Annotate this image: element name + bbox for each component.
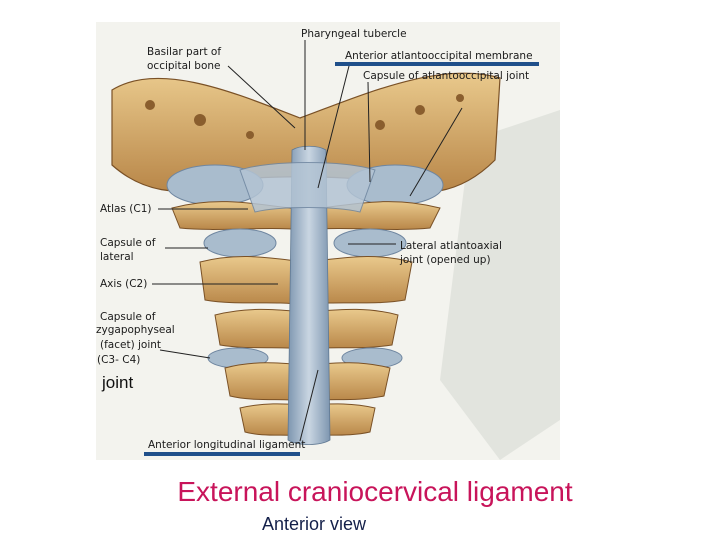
pointer-atlantooccipital-capsule [367, 81, 371, 183]
anterior-atlantooccipital-membrane [239, 162, 376, 213]
pointer-zygapophyseal [159, 349, 211, 359]
label-capsule-lateral-line2: lateral [100, 251, 134, 263]
label-capsule-zygapophyseal-line3: (facet) joint [100, 339, 162, 351]
occipital-bone-pit [375, 120, 385, 130]
label-anterior-longitudinal-ligament: Anterior longitudinal ligament [148, 439, 306, 451]
background-vertebra-shadow [440, 110, 560, 460]
label-lateral-atlantoaxial-line2: joint (opened up) [400, 254, 491, 266]
label-capsule-zygapophyseal-line1: Capsule of [100, 311, 156, 323]
pointer-basilar-part [227, 65, 296, 129]
label-anterior-atlantooccipital-membrane: Anterior atlantooccipital membrane [345, 50, 533, 62]
lateral-atlantoaxial-capsule-left [203, 228, 277, 258]
pointer-capsule-right [409, 107, 463, 197]
label-capsule-lateral-line1: Capsule of [100, 237, 156, 249]
pointer-atlantooccipital-membrane [317, 61, 351, 189]
lateral-atlantoaxial-capsule-right [333, 228, 407, 258]
label-atlas: Atlas (C1) [100, 203, 152, 215]
label-capsule-atlantooccipital-joint: Capsule of atlantooccipital joint [363, 70, 530, 82]
label-capsule-zygapophyseal-line2: zygapophyseal [96, 324, 175, 336]
occipital-bone-pit [194, 114, 206, 126]
label-lateral-atlantoaxial-line1: Lateral atlantoaxial [400, 240, 502, 252]
occipital-bone-pit [415, 105, 425, 115]
highlight-bar-ligament [144, 452, 300, 456]
pointer-anterior-longitudinal [299, 369, 319, 442]
occipital-bone-pit [246, 131, 254, 139]
slide-subtitle: Anterior view [262, 514, 367, 534]
occipital-bone-pit [145, 100, 155, 110]
occipital-bone-pit [456, 94, 464, 102]
label-basilar-part-line2: occipital bone [147, 60, 221, 72]
pointer-lines [152, 40, 463, 442]
label-c3-c4: (C3- C4) [97, 354, 141, 366]
highlight-bar-membrane [335, 62, 539, 66]
label-basilar-part-line1: Basilar part of [147, 46, 222, 58]
label-pharyngeal-tubercle: Pharyngeal tubercle [301, 28, 407, 40]
label-axis: Axis (C2) [100, 278, 148, 290]
anterior-longitudinal-ligament [287, 145, 331, 445]
slide-title: External craniocervical ligament [177, 476, 573, 507]
label-joint: joint [102, 373, 134, 392]
